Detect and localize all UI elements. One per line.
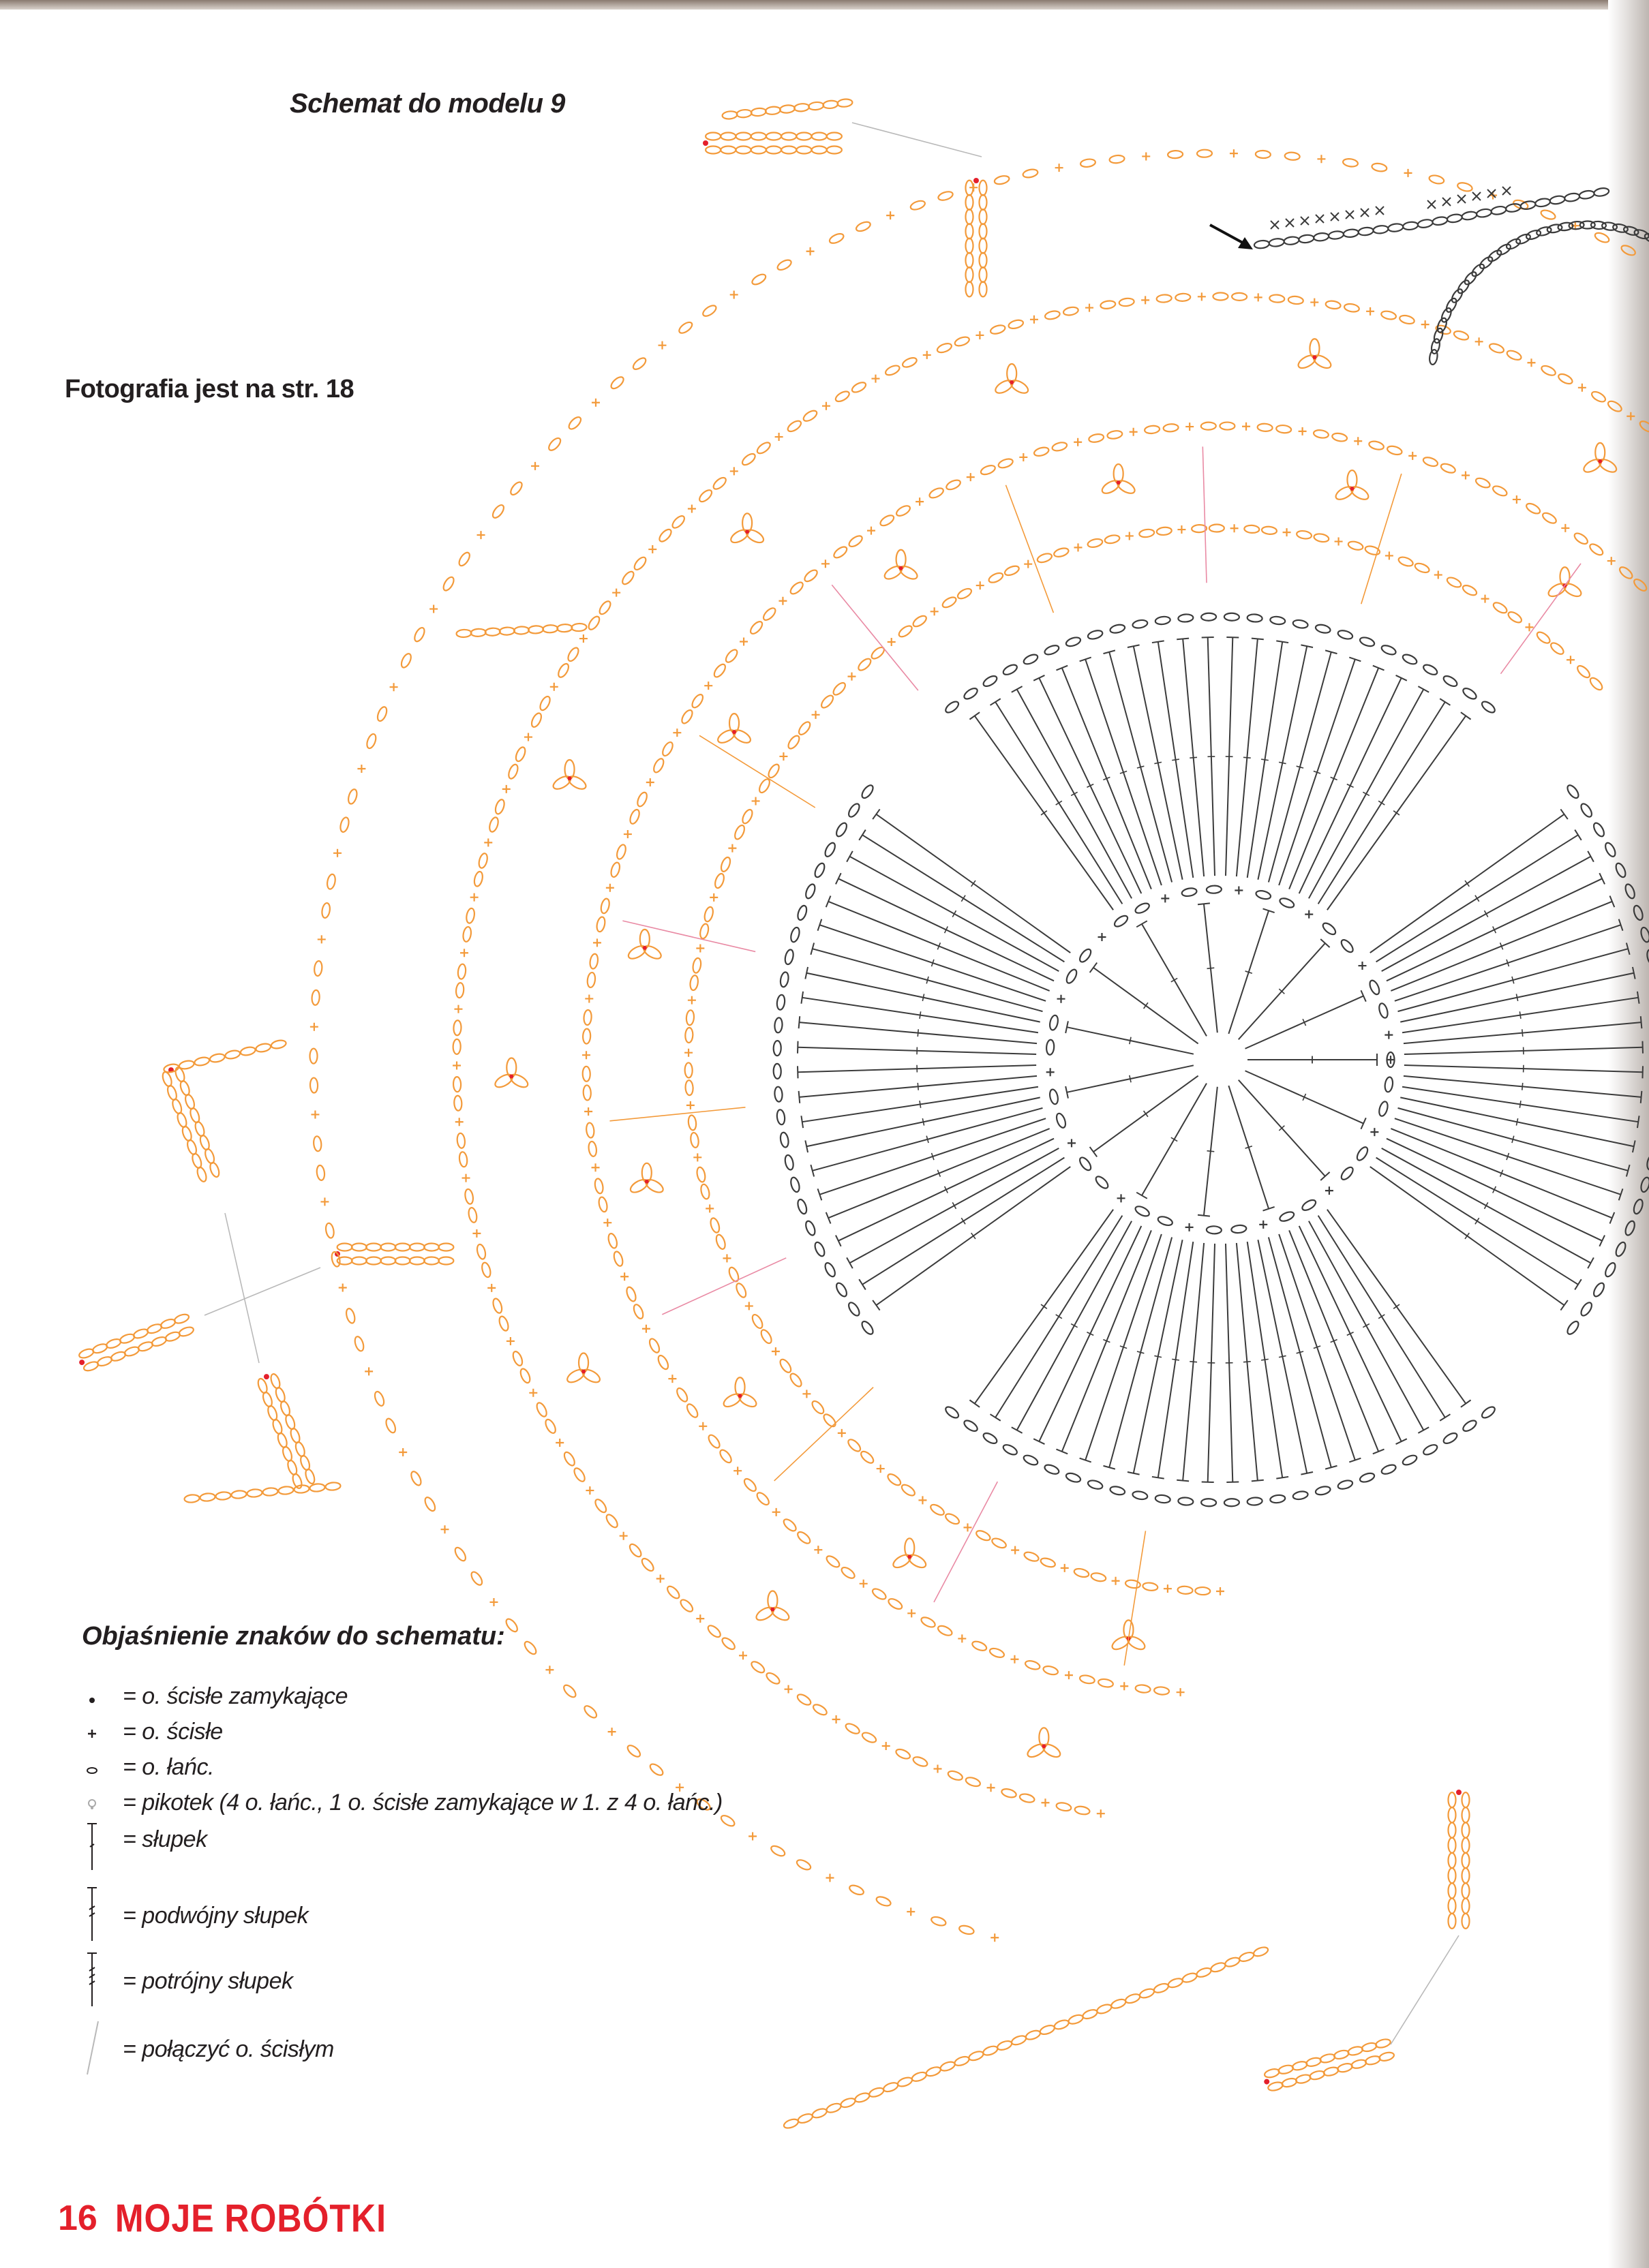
join-line-icon xyxy=(82,2017,102,2079)
dot-icon xyxy=(82,1676,102,1717)
petal-fan xyxy=(945,612,1496,910)
page-footer: 16 MOJE ROBÓTKI xyxy=(58,2196,387,2241)
outer-edge xyxy=(163,98,1636,2129)
outer-loops xyxy=(78,132,1470,2091)
legend: Objaśnienie znaków do schematu: = o. ści… xyxy=(82,1622,723,2075)
petal-fan xyxy=(772,784,1071,1335)
triple-treble-icon xyxy=(82,1949,102,2010)
treble-icon xyxy=(82,1820,102,1874)
picot-clusters xyxy=(494,338,1618,1758)
center-ring xyxy=(1046,885,1395,1235)
start-arrow xyxy=(1209,224,1253,249)
oval-icon xyxy=(82,1747,102,1788)
plus-icon xyxy=(82,1712,102,1753)
diagram-title: Schemat do modelu 9 xyxy=(290,89,565,119)
page-number: 16 xyxy=(58,2198,97,2238)
construction-lines xyxy=(204,122,1459,2045)
top-rule xyxy=(0,0,1649,10)
petal-fan xyxy=(945,1209,1496,1507)
picot-icon xyxy=(82,1783,102,1824)
photo-reference: Fotografia jest na str. 18 xyxy=(65,375,354,403)
top-right-motif xyxy=(1253,186,1649,366)
magazine-name: MOJE ROBÓTKI xyxy=(115,2196,387,2241)
page-binding-edge xyxy=(1608,0,1649,2268)
double-treble-icon xyxy=(82,1884,102,1945)
legend-title: Objaśnienie znaków do schematu: xyxy=(82,1622,505,1651)
join-lines xyxy=(609,446,1582,1666)
orange-rounds xyxy=(452,292,1649,1818)
petal-fan xyxy=(1370,784,1649,1335)
